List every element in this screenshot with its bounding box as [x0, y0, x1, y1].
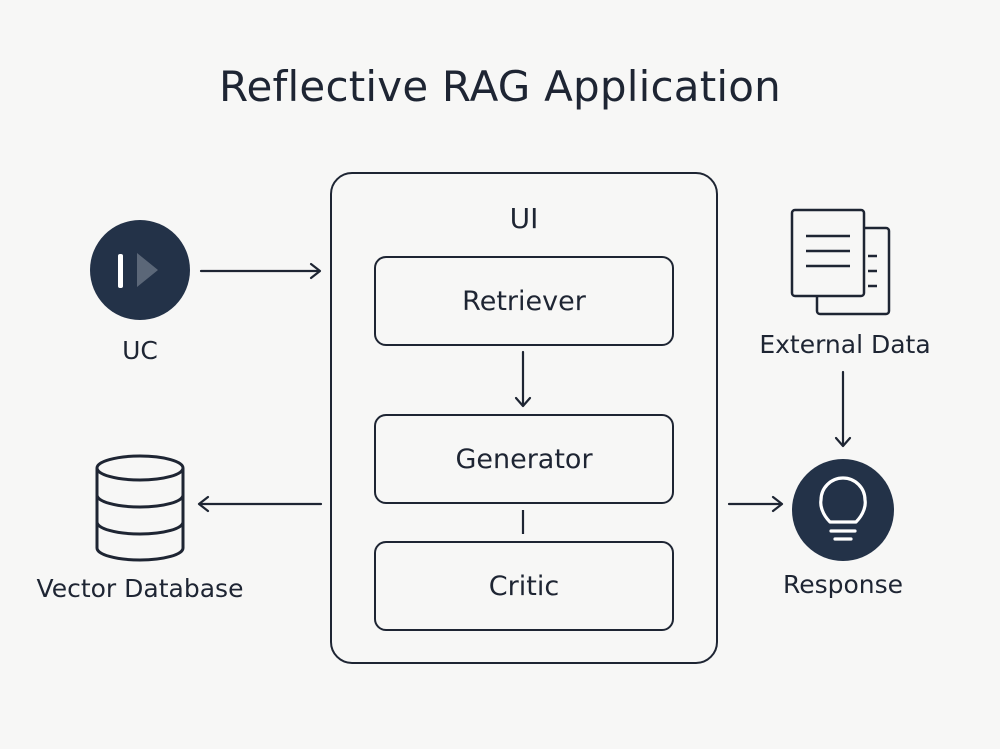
retriever-box: Retriever	[374, 256, 674, 346]
response-label: Response	[782, 570, 904, 599]
critic-label: Critic	[488, 570, 560, 602]
external-data-label: External Data	[759, 330, 931, 359]
uc-node-icon	[90, 220, 190, 320]
critic-box: Critic	[374, 541, 674, 631]
ui-container	[330, 172, 718, 664]
retriever-label: Retriever	[462, 285, 586, 317]
lightbulb-icon	[792, 459, 894, 561]
database-icon	[95, 454, 185, 562]
uc-label: UC	[122, 336, 158, 365]
diagram-title: Reflective RAG Application	[219, 62, 781, 111]
documents-icon	[790, 208, 891, 316]
generator-label: Generator	[455, 443, 593, 475]
vector-db-label: Vector Database	[36, 574, 244, 603]
ui-container-label: UI	[509, 202, 539, 235]
arrow-external-data-to-response	[834, 370, 852, 448]
arrow-retriever-to-generator	[514, 350, 532, 408]
generator-box: Generator	[374, 414, 674, 504]
arrow-uc-to-ui	[199, 262, 322, 280]
arrow-ui-to-vector-db	[197, 495, 323, 513]
arrow-ui-to-response	[727, 495, 784, 513]
